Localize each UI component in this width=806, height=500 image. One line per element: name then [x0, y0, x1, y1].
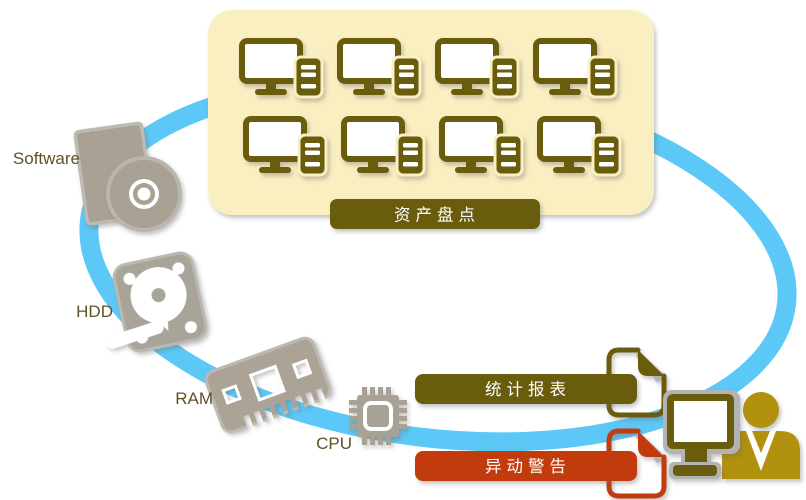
change-alert-badge: 异动警告 — [415, 451, 637, 481]
stats-report-label: 统计报表 — [485, 380, 571, 399]
stats-report-badge: 统计报表 — [415, 374, 637, 404]
cd-disc-icon — [106, 156, 182, 232]
hdd-icon — [106, 251, 208, 353]
stats-report-badge-bg — [415, 374, 637, 404]
cpu-icon — [349, 387, 407, 445]
alert-document-icon — [606, 428, 667, 499]
asset-inventory-label: 资产盘点 — [394, 206, 480, 225]
asset-inventory-badge-bg — [330, 199, 540, 229]
asset-inventory-badge: 资产盘点 — [330, 199, 540, 229]
change-alert-label: 异动警告 — [485, 457, 571, 476]
ram-icon — [204, 336, 332, 434]
person-icon — [722, 392, 800, 479]
cpu-label: CPU — [316, 434, 352, 453]
report-document-icon — [606, 347, 667, 418]
software-label: Software — [13, 149, 80, 168]
ram-label: RAM — [175, 389, 213, 408]
hdd-label: HDD — [76, 302, 113, 321]
workstation-monitor-icon — [663, 390, 740, 479]
change-alert-badge-bg — [415, 451, 637, 481]
